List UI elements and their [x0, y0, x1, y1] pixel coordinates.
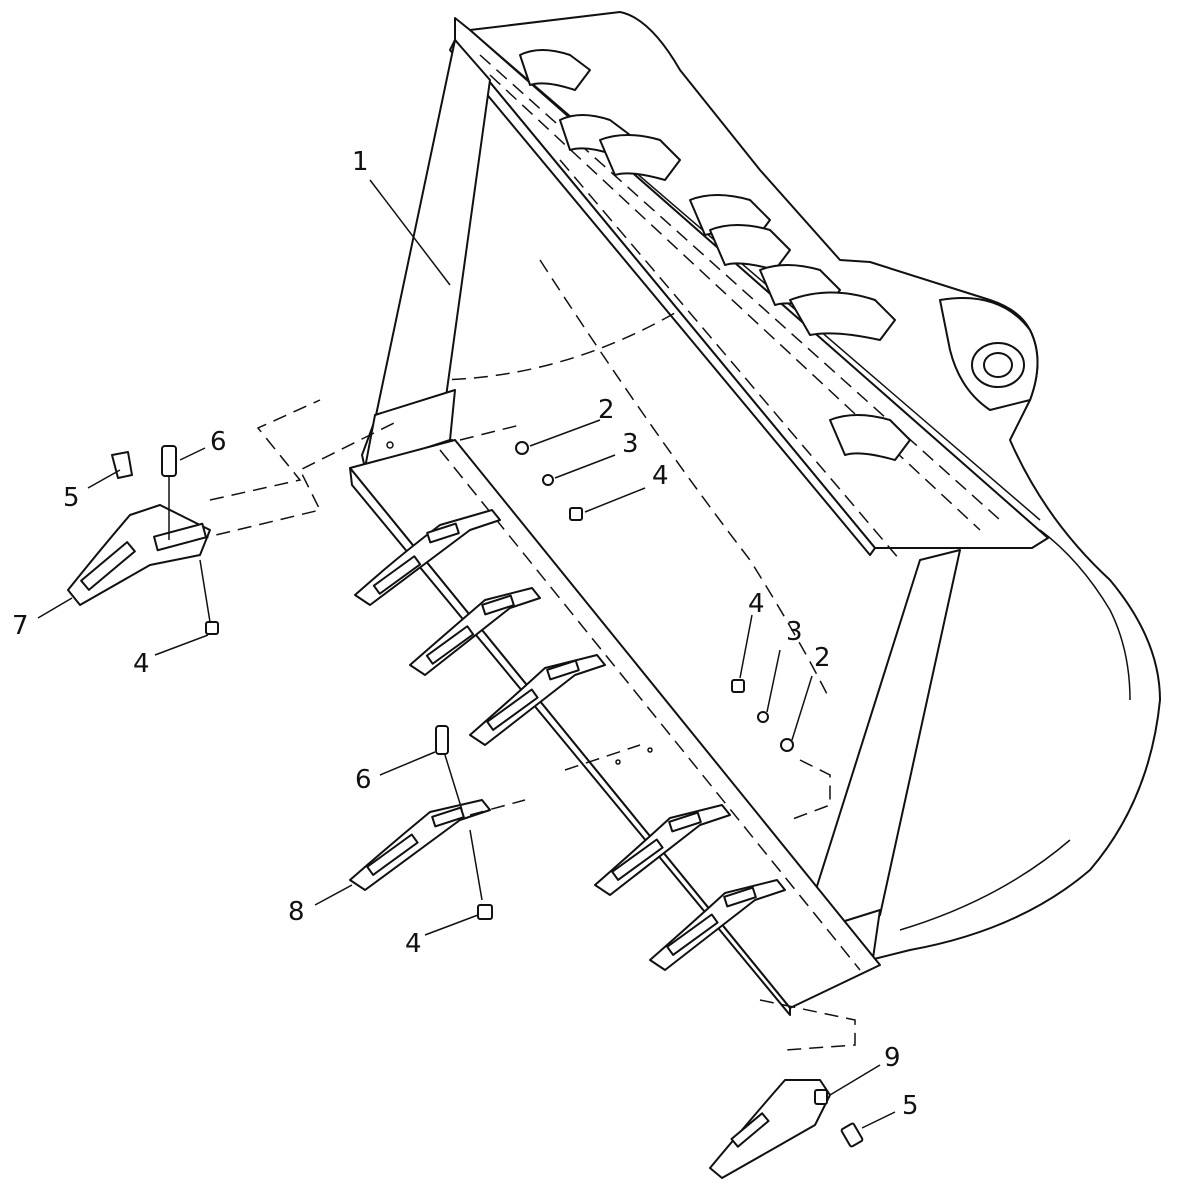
callout-2: 2	[814, 643, 831, 673]
callout-6: 6	[210, 427, 227, 457]
rail-brackets	[519, 49, 911, 461]
callout-9: 9	[884, 1043, 901, 1073]
adapter-2	[409, 587, 541, 676]
left-side-plate	[361, 39, 491, 469]
bottom-tooth-assembly	[709, 999, 896, 1179]
callout-labels: 1 2 3 4 5 6 7 4 4 3 2 6 8 4 9 5	[12, 147, 919, 1121]
adapter-1	[354, 509, 501, 606]
callout-5: 5	[902, 1091, 919, 1121]
callout-1: 1	[352, 147, 369, 177]
left-tooth-assembly	[67, 399, 401, 635]
adapter-3	[469, 654, 606, 746]
leader-1	[369, 179, 451, 286]
bucket-body	[349, 11, 1161, 1016]
hinge-boss	[939, 297, 1039, 411]
callout-3: 3	[786, 617, 803, 647]
callout-8: 8	[288, 897, 305, 927]
tooth-adapters	[349, 509, 786, 971]
callout-3: 3	[622, 429, 639, 459]
leader-lines	[37, 447, 479, 936]
middle-tooth-assembly	[435, 725, 653, 920]
callout-4: 4	[748, 589, 765, 619]
adapter-6	[649, 879, 786, 971]
hardware-upper	[459, 419, 646, 521]
callout-4: 4	[652, 461, 669, 491]
adapter-5	[594, 804, 731, 896]
callout-6: 6	[355, 765, 372, 795]
callout-5: 5	[63, 483, 80, 513]
callout-4: 4	[133, 649, 150, 679]
callout-4: 4	[405, 929, 422, 959]
hardware-lower	[731, 614, 831, 821]
cutting-edge	[349, 439, 881, 1016]
callout-2: 2	[598, 395, 615, 425]
adapter-4	[349, 799, 491, 891]
callout-7: 7	[12, 611, 29, 641]
